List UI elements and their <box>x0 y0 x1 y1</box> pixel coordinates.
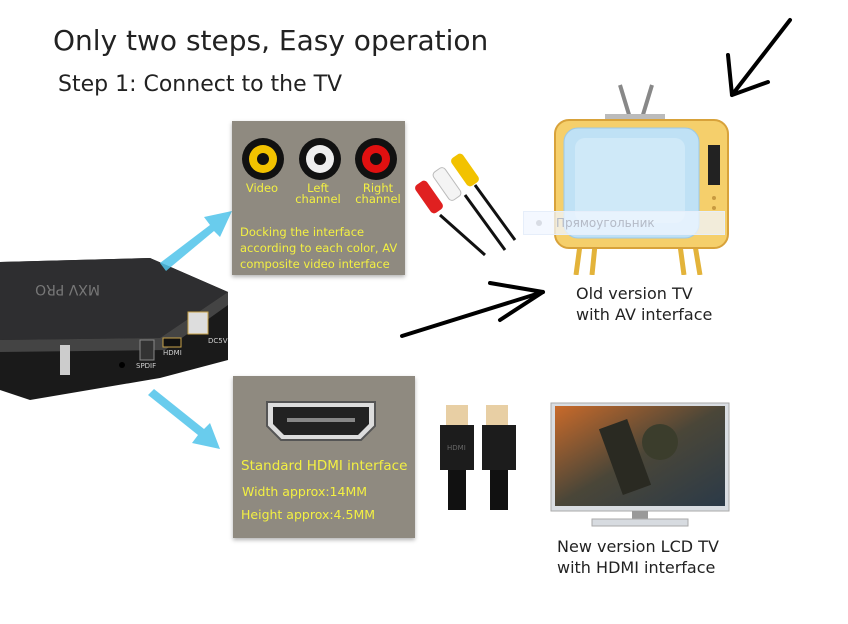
hdmi-interface-panel: Standard HDMI interface Width approx:14M… <box>233 376 415 538</box>
hdmi-line-width: Width approx:14MM <box>242 484 368 499</box>
tv-box-image: MXV PRO <box>0 258 228 400</box>
arrow-pointer-icon <box>400 281 545 338</box>
step-heading: Step 1: Connect to the TV <box>58 72 343 97</box>
page-title: Only two steps, Easy operation <box>53 24 489 57</box>
port-label-hdmi: HDMI <box>163 349 182 357</box>
arrow-up-icon <box>160 211 232 271</box>
old-tv-image <box>554 84 729 275</box>
rca-cable-image <box>415 153 517 257</box>
hdmi-cable-image: HDMI <box>440 405 516 510</box>
hdmi-line-height: Height approx:4.5MM <box>241 507 376 522</box>
port-label-dc5v: DC5V <box>208 337 228 345</box>
rca-jacks-icon <box>242 138 397 180</box>
hdmi-port-icon <box>266 401 376 441</box>
hdmi-line-standard: Standard HDMI interface <box>241 458 408 474</box>
blue-arrows <box>148 211 232 449</box>
ghost-tooltip: Прямоугольник <box>523 211 725 235</box>
arrow-pointer-icon <box>726 18 792 97</box>
arrow-down-icon <box>148 389 220 449</box>
port-label-spdif: SPDIF <box>136 362 157 370</box>
svg-text:HDMI: HDMI <box>447 444 466 452</box>
lcd-tv-image <box>550 402 730 527</box>
svg-text:MXV PRO: MXV PRO <box>35 281 100 297</box>
jack-label-video: Video <box>245 181 279 195</box>
